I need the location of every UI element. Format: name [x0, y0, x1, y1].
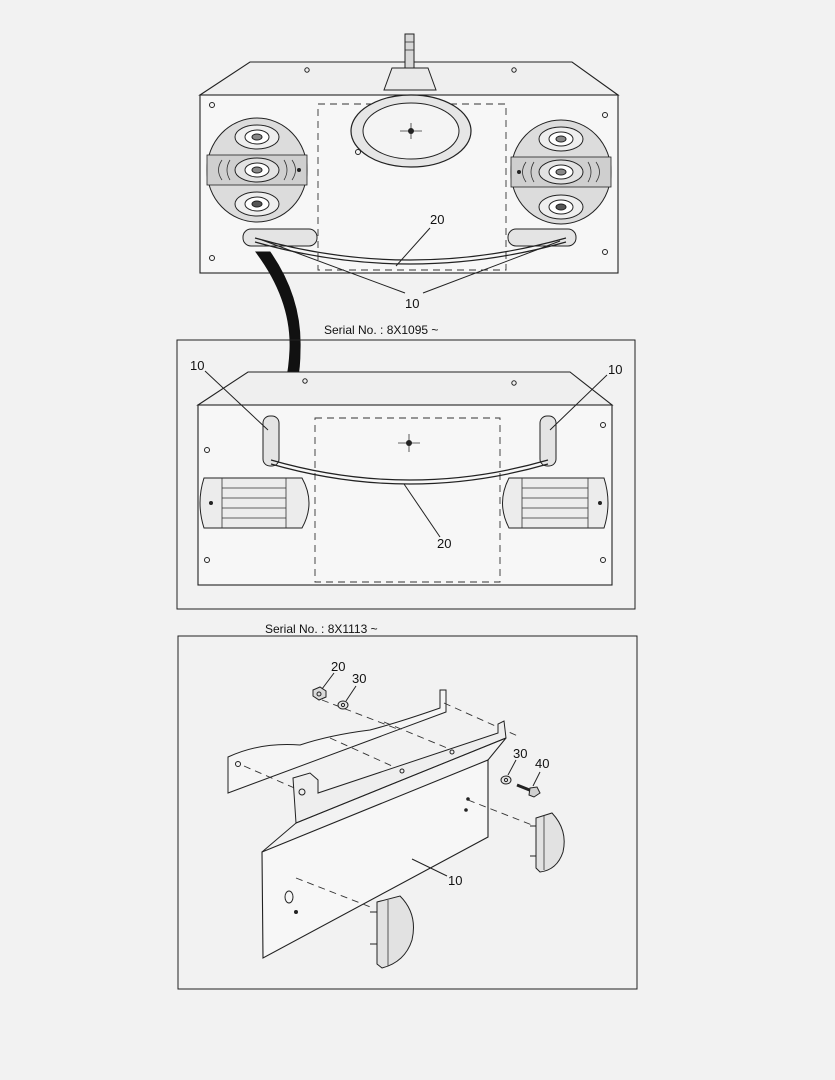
callout-30-right: 30 — [513, 746, 527, 761]
right-side-lamp — [502, 477, 609, 529]
callout-20: 20 — [331, 659, 345, 674]
figure-1-rear-panel: 20 10 — [198, 33, 620, 311]
figure-3-exploded-view: 20 30 30 40 10 — [227, 659, 565, 969]
callout-10: 10 — [448, 873, 462, 888]
figure-2-rear-panel: 10 10 20 — [190, 358, 622, 586]
washer-top — [337, 700, 349, 710]
left-round-lamp — [206, 117, 308, 223]
bracket-right — [539, 415, 557, 467]
bracket-left — [242, 228, 318, 247]
mount-area — [317, 103, 507, 271]
front-plate — [261, 759, 489, 959]
bolt — [516, 783, 541, 798]
callout-20: 20 — [437, 536, 451, 551]
hose — [254, 237, 567, 261]
callout-10-left: 10 — [190, 358, 204, 373]
washer-right — [500, 775, 512, 785]
back-strip — [227, 689, 447, 794]
figure-3-frame — [177, 635, 638, 990]
nut — [312, 686, 327, 701]
callout-30-top: 30 — [352, 671, 366, 686]
figure-2-frame — [176, 339, 636, 610]
mount-area — [314, 417, 501, 583]
lower-side-lamp — [370, 895, 414, 969]
top-face — [196, 371, 614, 406]
callout-20: 20 — [430, 212, 444, 227]
hose — [270, 459, 549, 481]
left-side-lamp — [199, 477, 310, 529]
callout-10-right: 10 — [608, 362, 622, 377]
serial-label-1: Serial No. : 8X1095 ~ — [324, 323, 438, 337]
bracket-left — [262, 415, 280, 467]
post — [404, 33, 415, 69]
upper-side-lamp — [530, 812, 565, 873]
callout-10: 10 — [405, 296, 419, 311]
callout-40: 40 — [535, 756, 549, 771]
serial-label-2: Serial No. : 8X1113 ~ — [265, 622, 378, 636]
right-round-lamp — [510, 119, 612, 225]
